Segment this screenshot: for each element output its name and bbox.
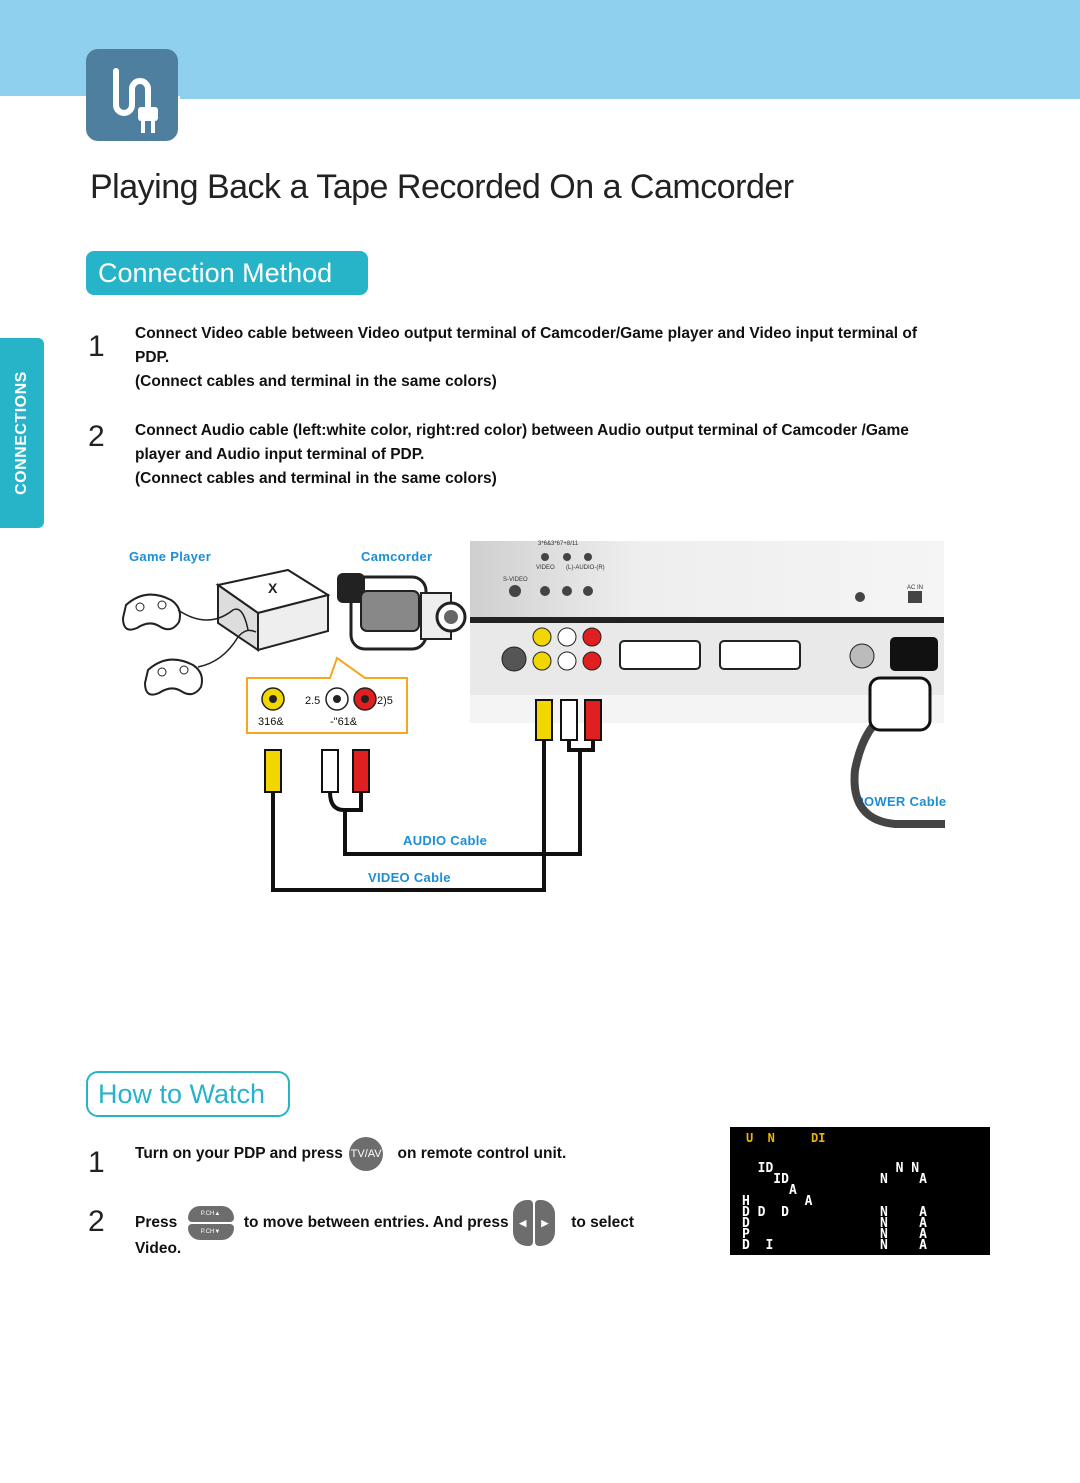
cable-illustration bbox=[264, 676, 945, 892]
step-text-line2: Video. bbox=[135, 1240, 182, 1257]
channel-up-icon: P.CH▲ bbox=[187, 1206, 234, 1222]
audio-cable-label: AUDIO Cable bbox=[403, 833, 488, 848]
step-text-before: Turn on your PDP and press bbox=[135, 1145, 343, 1163]
step-line: player and Audio input terminal of PDP. bbox=[135, 446, 425, 463]
step-text: Connect Video cable between Video output… bbox=[135, 322, 1005, 394]
step-line: Connect Video cable between Video output… bbox=[135, 325, 918, 342]
connection-method-heading: Connection Method bbox=[86, 251, 368, 295]
step-text: Connect Audio cable (left:white color, r… bbox=[135, 419, 1005, 491]
right-arrow-icon: ▶ bbox=[534, 1200, 555, 1246]
step-note: (Connect cables and terminal in the same… bbox=[135, 373, 497, 390]
step-text-middle: to move between entries. And press bbox=[243, 1214, 509, 1232]
panel-label-video: VIDEO bbox=[536, 565, 555, 571]
video-cable-label: VIDEO Cable bbox=[368, 870, 451, 885]
game-console-illustration: X bbox=[121, 568, 331, 696]
step-line: PDP. bbox=[135, 349, 170, 366]
game-player-label: Game Player bbox=[129, 549, 212, 564]
how-to-watch-heading: How to Watch bbox=[86, 1071, 290, 1117]
step-number: 1 bbox=[88, 330, 105, 363]
channel-up-down-button: P.CH▲ P.CH▼ bbox=[187, 1206, 234, 1240]
power-cable-label: POWER Cable bbox=[855, 794, 947, 809]
panel-label-audio: (L)-AUDIO-(R) bbox=[566, 565, 605, 571]
jack-label-audio-r: 2)5 bbox=[377, 695, 393, 707]
jack-label-audio: -"61& bbox=[330, 716, 358, 728]
step-line: Connect Audio cable (left:white color, r… bbox=[135, 422, 909, 439]
watch-step-1: Turn on your PDP and press TV/AV on remo… bbox=[135, 1137, 566, 1171]
channel-down-icon: P.CH▼ bbox=[187, 1224, 234, 1240]
step-number: 2 bbox=[88, 420, 105, 453]
left-right-button: ◀ ▶ bbox=[512, 1200, 557, 1246]
watch-step-2: Press P.CH▲ P.CH▼ to move between entrie… bbox=[135, 1200, 634, 1246]
header-rule bbox=[180, 96, 1080, 99]
left-arrow-icon: ◀ bbox=[512, 1200, 533, 1246]
camcorder-illustration bbox=[337, 573, 467, 651]
step-note: (Connect cables and terminal in the same… bbox=[135, 470, 497, 487]
step-number: 1 bbox=[88, 1146, 105, 1179]
jack-label-video: 316& bbox=[258, 716, 284, 728]
tv-av-button: TV/AV bbox=[349, 1137, 384, 1171]
output-jacks-callout bbox=[246, 656, 408, 734]
panel-label-av: 3*6&3*67+8/11 bbox=[538, 541, 579, 547]
osd-left-column: ID ID A H A D D D D P D I bbox=[742, 1161, 813, 1253]
svg-text:X: X bbox=[268, 580, 278, 596]
side-tab-label: CONNECTIONS bbox=[13, 371, 30, 495]
osd-right-column: N N N A N A N A N A N A bbox=[880, 1161, 927, 1253]
page-title: Playing Back a Tape Recorded On a Camcor… bbox=[90, 168, 794, 206]
side-tab bbox=[0, 338, 44, 528]
osd-screen: U N DI ID ID A H A D D D D P D I N N N A… bbox=[730, 1127, 990, 1255]
header-band bbox=[0, 0, 1080, 96]
step-number: 2 bbox=[88, 1205, 105, 1238]
jack-label-audio-l: 2.5 bbox=[305, 695, 321, 707]
panel-label-ac-in: AC IN bbox=[907, 585, 924, 591]
step-text-after: on remote control unit. bbox=[397, 1145, 567, 1163]
osd-header: U N DI bbox=[746, 1131, 826, 1145]
step-text-after: to select bbox=[571, 1214, 635, 1232]
panel-label-svideo: S-VIDEO bbox=[503, 577, 528, 583]
step-text-before: Press bbox=[135, 1214, 178, 1232]
plug-icon bbox=[86, 49, 178, 141]
camcorder-label: Camcorder bbox=[361, 549, 433, 564]
